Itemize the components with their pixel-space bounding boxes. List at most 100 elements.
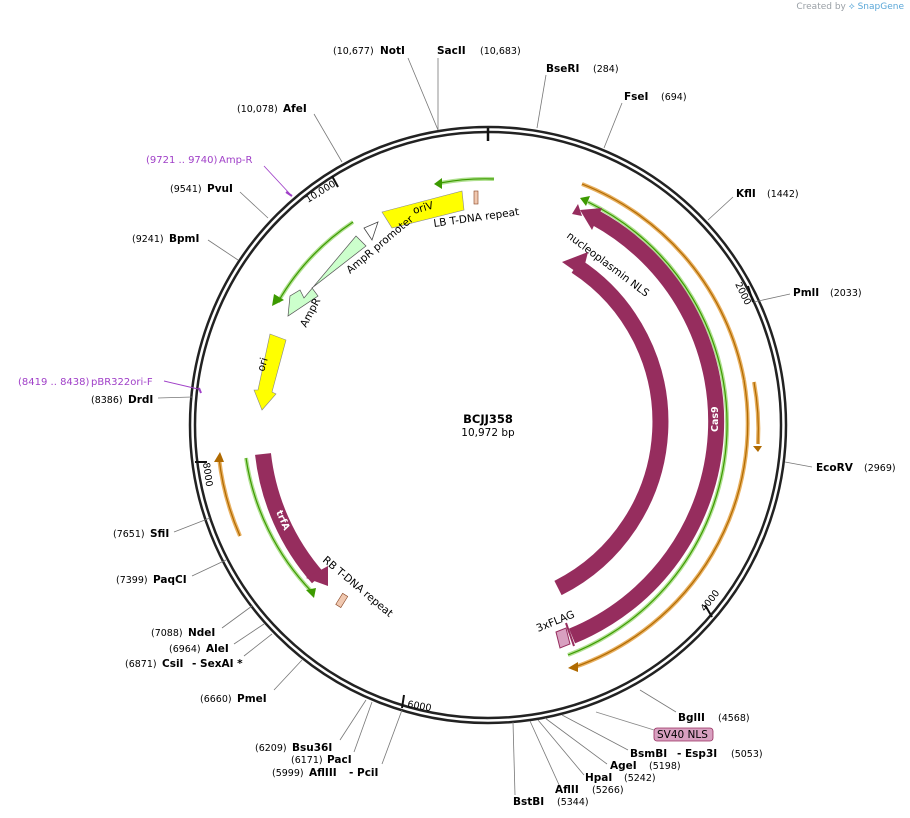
- cas9-cassette: Cas9 nucleoplasmin NLS Cas9 3xFLAG SV40 …: [535, 182, 762, 742]
- backbone-outer-strand: [188, 125, 788, 725]
- left-orange-arc: [217, 457, 242, 537]
- green-feature-arc-line: [567, 201, 728, 656]
- enzyme-fseI[interactable]: FseI (694): [603, 91, 687, 149]
- tick-10000: 10,000: [304, 175, 339, 206]
- ori-arrow: [253, 333, 287, 411]
- tick-2000-mark: [747, 285, 754, 303]
- enzyme-pmlI-line: [753, 293, 791, 303]
- ori-label: ori: [255, 356, 270, 372]
- enzyme-bglII[interactable]: BglII (4568): [639, 689, 750, 724]
- enzyme-bseRI-pos: (284): [593, 64, 619, 75]
- enzyme-ndeI-line: [221, 605, 253, 629]
- primer-amp-r-line: [263, 165, 291, 195]
- enzyme-bsmBI[interactable]: BsmBI - Esp3I (5053): [561, 714, 763, 760]
- enzyme-drdI[interactable]: (8386) DrdI: [91, 394, 193, 406]
- enzyme-ecoRV[interactable]: EcoRV (2969): [784, 461, 896, 474]
- enzyme-hpaI-line: [537, 719, 585, 776]
- enzyme-notI-pos: (10,677): [333, 46, 374, 57]
- enzyme-kflI[interactable]: KflI (1442): [707, 188, 799, 221]
- enzyme-notI[interactable]: (10,677) NotI: [333, 45, 439, 131]
- enzyme-aflIII[interactable]: (5999) AflIII - PciI: [272, 709, 403, 779]
- enzyme-paqCI[interactable]: (7399) PaqCI: [116, 559, 227, 586]
- enzyme-afeI[interactable]: (10,078) AfeI: [237, 103, 343, 163]
- ampr-green-arc-line: [277, 221, 354, 303]
- enzyme-bpmI-pos: (9241): [132, 234, 164, 245]
- orange-feature-arc-3-line: [574, 379, 749, 668]
- enzyme-csiI-line: [243, 633, 273, 657]
- enzyme-pmeI[interactable]: (6660) PmeI: [200, 659, 303, 705]
- enzyme-ageI[interactable]: AgeI (5198): [544, 717, 681, 772]
- cas9-inner-arrowhead: [562, 252, 588, 276]
- enzyme-csiI-pos: (6871): [125, 659, 157, 670]
- ampr-promoter-arrow: [363, 221, 379, 241]
- enzyme-aflIII-name: AflIII: [309, 767, 337, 779]
- enzyme-sfiI-line: [173, 517, 211, 533]
- trfa-green-arc-line: [245, 457, 313, 593]
- enzyme-pmlI[interactable]: PmlI (2033): [753, 287, 862, 303]
- enzyme-bglII-pos: (4568): [718, 713, 750, 724]
- enzyme-aleI[interactable]: (6964) AleI: [169, 623, 265, 655]
- lb-green-arrowhead: [434, 178, 442, 189]
- enzyme-kflI-line: [707, 196, 734, 221]
- cas9-outer-arc: [568, 210, 725, 644]
- enzyme-bstBI-name: BstBI: [513, 796, 544, 808]
- enzyme-kflI-pos: (1442): [767, 189, 799, 200]
- enzyme-bglII-line: [639, 689, 677, 713]
- tick-8000-label: 8000: [200, 462, 214, 487]
- primer-pbr322ori-f[interactable]: (8419 .. 8438) pBR322ori-F: [18, 377, 202, 394]
- enzyme-fseI-name: FseI: [624, 91, 648, 103]
- enzyme-bseRI-name: BseRI: [546, 63, 579, 75]
- ampr-arrow: [287, 235, 367, 317]
- primer-amp-r-range: (9721 .. 9740): [146, 155, 218, 166]
- enzyme-bseRI[interactable]: BseRI (284): [536, 63, 619, 129]
- enzyme-bstBI[interactable]: BstBI (5344): [512, 721, 589, 808]
- enzyme-pvuI-pos: (9541): [170, 184, 202, 195]
- enzyme-ecoRV-pos: (2969): [864, 463, 896, 474]
- enzyme-pvuI[interactable]: (9541) PvuI: [170, 183, 269, 219]
- sv40-nls-callout-line: [595, 711, 655, 731]
- enzyme-pacI-pos: (6171): [291, 755, 323, 766]
- enzyme-sacII-name: SacII: [437, 45, 466, 57]
- enzyme-aflII-line: [529, 720, 561, 788]
- enzyme-bsu36I-name: Bsu36I: [292, 742, 332, 754]
- trfa-green-arrowhead: [306, 588, 316, 598]
- enzyme-sfiI[interactable]: (7651) SfiI: [113, 517, 211, 540]
- enzyme-pvuI-line: [239, 191, 269, 219]
- trfa-arc: [255, 453, 325, 584]
- enzyme-pmeI-name: PmeI: [237, 693, 267, 705]
- enzyme-sfiI-pos: (7651): [113, 529, 145, 540]
- enzyme-bpmI-name: BpmI: [169, 233, 199, 245]
- enzyme-bpmI[interactable]: (9241) BpmI: [132, 233, 239, 261]
- flag-tag-box: [555, 627, 571, 649]
- enzyme-pacI-line: [353, 701, 373, 753]
- enzyme-fseI-pos: (694): [661, 92, 687, 103]
- enzyme-afeI-name: AfeI: [283, 103, 307, 115]
- enzyme-sexAI-name: - SexAI *: [192, 658, 243, 670]
- enzyme-fseI-line: [603, 102, 623, 149]
- enzyme-pacI[interactable]: (6171) PacI: [291, 701, 373, 766]
- enzyme-hpaI[interactable]: HpaI (5242): [537, 719, 656, 784]
- enzyme-csiI[interactable]: (6871) CsiI - SexAI *: [125, 633, 273, 670]
- enzyme-bsu36I[interactable]: (6209) Bsu36I: [255, 699, 367, 754]
- enzyme-notI-name: NotI: [380, 45, 405, 57]
- enzyme-paqCI-name: PaqCI: [153, 574, 187, 586]
- enzyme-aflIII-pos: (5999): [272, 768, 304, 779]
- backbone: [188, 125, 788, 725]
- enzyme-ndeI[interactable]: (7088) NdeI: [151, 605, 253, 639]
- orange-feature-arc-1-line: [581, 183, 745, 381]
- enzyme-sacII[interactable]: SacII (10,683): [437, 45, 521, 130]
- enzyme-aleI-pos: (6964): [169, 644, 201, 655]
- cas9-inner-label: Cas9: [670, 406, 681, 432]
- enzyme-aflIII-line: [381, 709, 403, 765]
- primer-amp-r[interactable]: (9721 .. 9740) Amp-R: [146, 155, 293, 197]
- left-orange-arc-line: [218, 457, 241, 537]
- enzyme-aflII[interactable]: AflII (5266): [529, 720, 624, 796]
- rb-repeat-label: RB T-DNA repeat: [320, 554, 395, 620]
- enzyme-hpaI-name: HpaI: [585, 772, 612, 784]
- tick-4000-label: 4000: [699, 588, 723, 614]
- enzyme-aleI-line: [233, 623, 265, 645]
- enzyme-ndeI-name: NdeI: [188, 627, 215, 639]
- lb-repeat-marker: [473, 190, 479, 205]
- enzyme-afeI-line: [313, 113, 343, 163]
